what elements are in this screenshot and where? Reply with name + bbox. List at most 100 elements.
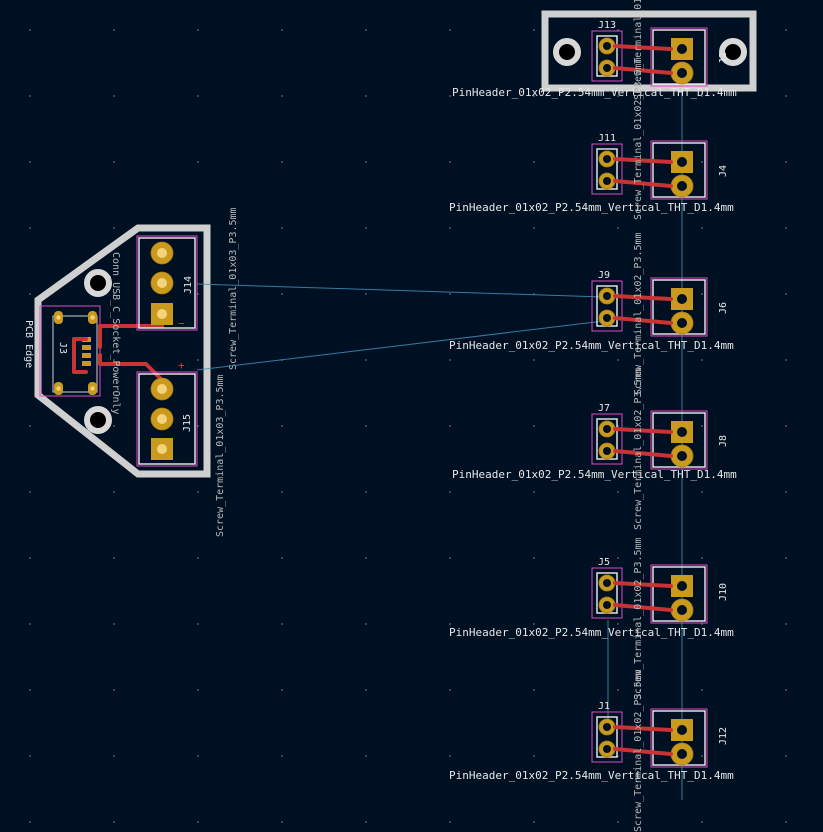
screw-silk — [652, 142, 706, 198]
minus-marker: − — [178, 317, 185, 330]
screw-ref: J12 — [718, 727, 729, 745]
grid-dot — [533, 227, 535, 229]
grid-dot — [701, 293, 703, 295]
screw-ref: J2 — [718, 52, 729, 64]
vertical-label-e: Screw_Terminal_01x02_P3.5mm — [633, 669, 644, 832]
grid-dot — [701, 425, 703, 427]
grid-dot — [365, 557, 367, 559]
grid-dot — [281, 821, 283, 823]
trace-pin2 — [613, 603, 673, 612]
grid-dot — [113, 689, 115, 691]
j14-pads — [150, 241, 174, 325]
grid-dot — [701, 755, 703, 757]
pinheader-ref: J13 — [598, 20, 616, 31]
grid-dot — [533, 755, 535, 757]
grid-dot — [533, 359, 535, 361]
grid-dot — [617, 689, 619, 691]
grid-dot — [365, 491, 367, 493]
grid-dot — [281, 293, 283, 295]
grid-dot — [617, 95, 619, 97]
screw-j14-label: Screw_Terminal_01x03_P3.5mm — [228, 207, 239, 370]
j15-courtyard — [136, 371, 198, 467]
trace-pin1 — [613, 725, 673, 732]
grid-dot — [29, 623, 31, 625]
grid-dot — [281, 29, 283, 31]
pinheader-drill — [603, 42, 611, 50]
grid-dot — [533, 29, 535, 31]
grid-dot — [113, 293, 115, 295]
grid-dot — [197, 755, 199, 757]
grid-dot — [281, 161, 283, 163]
grid-dot — [113, 755, 115, 757]
grid-dot — [617, 623, 619, 625]
grid-dot — [113, 821, 115, 823]
grid-dot — [365, 227, 367, 229]
pinheader-drill — [603, 579, 611, 587]
j15-silk-box — [138, 373, 196, 465]
grid-dot — [197, 161, 199, 163]
pinheader-drill — [603, 155, 611, 163]
pinheader-drill — [603, 177, 611, 185]
grid-dot — [449, 29, 451, 31]
trace-pin2 — [613, 179, 673, 188]
j14-silk-box — [138, 237, 196, 329]
grid-dot — [785, 557, 787, 559]
grid-dot — [617, 821, 619, 823]
grid-dot — [617, 359, 619, 361]
grid-dot — [197, 491, 199, 493]
grid-dot — [365, 821, 367, 823]
trace-pin1 — [613, 294, 673, 301]
usb-power-board[interactable]: J14 J15 − + PCB Edge Conn_USB_C_Socket_P… — [23, 207, 239, 537]
top-connector-board[interactable] — [541, 10, 757, 92]
grid-dot — [533, 821, 535, 823]
vertical-label-c: Screw_Terminal_01x02_P3.5mm — [633, 367, 644, 530]
pinheader-ref: J9 — [598, 270, 610, 281]
grid-dot — [449, 491, 451, 493]
pinheader-ref: J5 — [598, 557, 610, 568]
j15-ref-label: J15 — [182, 414, 193, 432]
mounting-hole-left — [553, 38, 581, 66]
screw-silk — [652, 412, 706, 468]
grid-dot — [701, 227, 703, 229]
grid-dot — [281, 491, 283, 493]
grid-dot — [785, 821, 787, 823]
grid-dot — [617, 29, 619, 31]
grid-dot — [113, 227, 115, 229]
screw-drill-1 — [677, 157, 687, 167]
grid-dot — [533, 425, 535, 427]
pinheader-courtyard — [591, 30, 623, 82]
grid-dot — [449, 557, 451, 559]
grid-dot — [785, 623, 787, 625]
grid-dot — [533, 161, 535, 163]
grid-dot — [197, 29, 199, 31]
grid-dot — [113, 425, 115, 427]
grid-dot — [533, 623, 535, 625]
grid-dot — [701, 161, 703, 163]
grid-dot — [365, 161, 367, 163]
grid-dot — [533, 95, 535, 97]
grid-dot — [281, 623, 283, 625]
grid-dot — [29, 557, 31, 559]
pinheader-courtyard — [591, 711, 623, 763]
grid-dot — [785, 293, 787, 295]
mounting-hole-right — [719, 38, 747, 66]
screw-silk — [652, 279, 706, 335]
pinheader-drill — [603, 723, 611, 731]
pinheader-drill — [603, 292, 611, 300]
grid-dot — [701, 359, 703, 361]
grid-dot — [701, 821, 703, 823]
pinheader-courtyard — [591, 143, 623, 195]
header-label-j12: PinHeader_01x02_P2.54mm_Vertical_THT_D1.… — [449, 769, 734, 782]
header-label-j4: PinHeader_01x02_P2.54mm_Vertical_THT_D1.… — [449, 201, 734, 214]
vertical-label-f: Screw_Terminal_01x02_P3.5mm — [633, 0, 644, 100]
screw-drill-2 — [677, 451, 687, 461]
pinheader-courtyard — [591, 280, 623, 332]
